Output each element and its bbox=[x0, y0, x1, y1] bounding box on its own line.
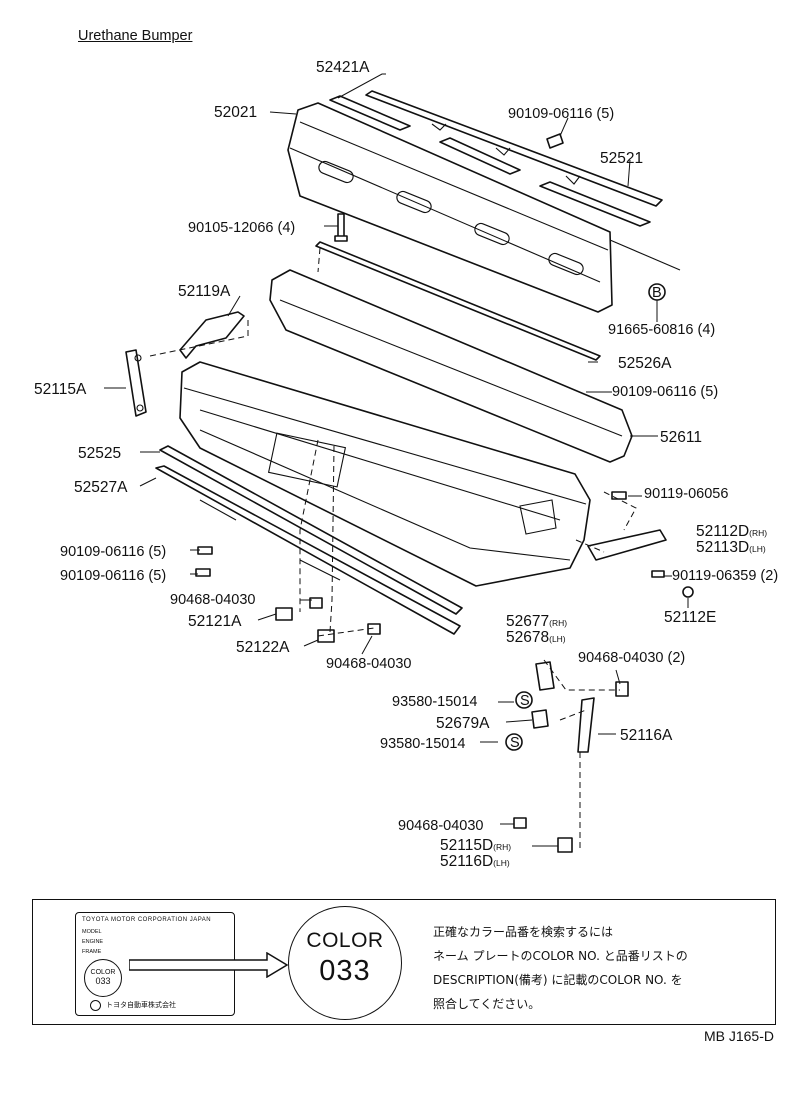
medallion-color-label: COLOR bbox=[306, 929, 384, 952]
part-52521-retainer bbox=[365, 90, 663, 207]
marker-s-upper-text: S bbox=[520, 693, 530, 709]
bolt-90105-12066 bbox=[334, 213, 348, 242]
label-91665-60816: 91665-60816 (4) bbox=[608, 322, 715, 338]
leader-lines bbox=[104, 73, 689, 847]
instruction-line-4: 照合してください。 bbox=[433, 997, 541, 1011]
label-52678-number: 52678 bbox=[506, 629, 549, 646]
toyota-emblem-icon bbox=[90, 1000, 101, 1011]
label-52115D-side: (RH) bbox=[493, 842, 511, 852]
plate-header: TOYOTA MOTOR CORPORATION JAPAN bbox=[82, 917, 212, 923]
part-labels: 52421A 52021 90109-06116 (5) 52521 90105… bbox=[34, 59, 778, 870]
part-52527A-spoiler bbox=[155, 465, 461, 635]
plate-maker: トヨタ自動車株式会社 bbox=[106, 1002, 176, 1009]
part-52116A-bracket bbox=[577, 697, 595, 753]
label-52112D: 52112D(RH) bbox=[696, 523, 767, 540]
plate-field-model: MODEL bbox=[82, 929, 102, 935]
arrow-right-icon bbox=[129, 952, 289, 978]
label-52112E: 52112E bbox=[664, 609, 716, 626]
label-52525: 52525 bbox=[78, 445, 121, 462]
label-52678: 52678(LH) bbox=[506, 629, 566, 646]
bolt-90109-06116-top bbox=[546, 133, 564, 149]
label-52121A: 52121A bbox=[188, 613, 242, 630]
label-52021: 52021 bbox=[214, 104, 257, 121]
label-93580-15014-a: 93580-15014 bbox=[392, 694, 477, 710]
part-52677-stay bbox=[535, 661, 555, 691]
instruction-line-3: DESCRIPTION(備考) に記載のCOLOR NO. を bbox=[433, 973, 683, 987]
marker-b-text: B bbox=[652, 285, 662, 301]
label-52116D-number: 52116D bbox=[440, 853, 493, 870]
diagram-title: Urethane Bumper bbox=[78, 28, 193, 44]
label-52526A: 52526A bbox=[618, 355, 672, 372]
part-52421A-pad bbox=[329, 95, 651, 227]
part-52021-absorber bbox=[287, 102, 613, 313]
label-90109-06116-top: 90109-06116 (5) bbox=[508, 106, 614, 122]
label-52521: 52521 bbox=[600, 150, 643, 167]
instruction-line-1: 正確なカラー品番を検索するには bbox=[433, 925, 614, 939]
label-52112D-number: 52112D bbox=[696, 523, 749, 540]
marker-b: B bbox=[648, 283, 666, 301]
label-52611: 52611 bbox=[660, 429, 702, 446]
label-90105-12066: 90105-12066 (4) bbox=[188, 220, 295, 236]
color-notice-box: TOYOTA MOTOR CORPORATION JAPAN MODEL ENG… bbox=[32, 899, 776, 1025]
label-52115D-number: 52115D bbox=[440, 837, 493, 854]
label-90119-06056: 90119-06056 bbox=[644, 486, 728, 502]
part-bumper-face bbox=[179, 361, 591, 587]
plate-field-frame: FRAME bbox=[82, 949, 102, 955]
document-code: MB J165-D bbox=[703, 1028, 774, 1044]
part-52525-lower-strip bbox=[159, 445, 463, 615]
label-52677-side: (RH) bbox=[549, 618, 567, 628]
part-52679A-retainer bbox=[531, 709, 549, 729]
part-52119A-garnish bbox=[179, 311, 245, 359]
label-52116D-side: (LH) bbox=[493, 858, 510, 868]
medallion-color-code: 033 bbox=[319, 955, 371, 987]
label-52112D-side: (RH) bbox=[749, 528, 767, 538]
label-52116A: 52116A bbox=[620, 727, 673, 744]
label-52113D: 52113D(LH) bbox=[696, 539, 766, 556]
label-52115A: 52115A bbox=[34, 381, 87, 398]
label-52119A: 52119A bbox=[178, 283, 231, 300]
plate-color-code: 033 bbox=[95, 976, 111, 986]
part-52611-bumper-cover bbox=[269, 269, 633, 463]
instruction-line-2: ネーム プレートのCOLOR NO. と品番リストの bbox=[433, 949, 688, 963]
label-90109-06116-mid: 90109-06116 (5) bbox=[612, 384, 718, 400]
label-90119-06359: 90119-06359 (2) bbox=[672, 568, 778, 584]
label-52677-number: 52677 bbox=[506, 613, 549, 630]
plate-field-engine: ENGINE bbox=[82, 939, 104, 945]
label-52113D-number: 52113D bbox=[696, 539, 749, 556]
label-52116D: 52116D(LH) bbox=[440, 853, 510, 870]
part-52115D-clip bbox=[557, 837, 573, 853]
label-52678-side: (LH) bbox=[549, 634, 566, 644]
label-90109-06116-l1: 90109-06116 (5) bbox=[60, 544, 166, 560]
part-52526A-strip bbox=[315, 239, 681, 361]
marker-s-upper: S bbox=[515, 691, 533, 709]
label-93580-15014-b: 93580-15014 bbox=[380, 736, 465, 752]
label-90468-04030-c: 90468-04030 (2) bbox=[578, 650, 685, 666]
label-90468-04030-d: 90468-04030 bbox=[398, 818, 483, 834]
color-code-medallion: COLOR 033 bbox=[288, 906, 402, 1020]
label-52115D: 52115D(RH) bbox=[440, 837, 511, 854]
plate-color-label: COLOR bbox=[90, 969, 116, 976]
label-90109-06116-l2: 90109-06116 (5) bbox=[60, 568, 166, 584]
label-52527A: 52527A bbox=[74, 479, 128, 496]
assembly-guides bbox=[149, 247, 637, 850]
clips-and-bolts bbox=[195, 491, 694, 829]
label-52113D-side: (LH) bbox=[749, 544, 766, 554]
label-52679A: 52679A bbox=[436, 715, 490, 732]
label-52677: 52677(RH) bbox=[506, 613, 567, 630]
label-52421A: 52421A bbox=[316, 59, 370, 76]
label-90468-04030-b: 90468-04030 bbox=[326, 656, 411, 672]
part-52115A-bracket bbox=[125, 349, 147, 417]
marker-s-lower: S bbox=[505, 733, 523, 751]
label-90468-04030-a: 90468-04030 bbox=[170, 592, 255, 608]
label-52122A: 52122A bbox=[236, 639, 290, 656]
plate-fields: MODEL ENGINE FRAME bbox=[82, 927, 103, 957]
plate-color-circle: COLOR 033 bbox=[84, 959, 122, 997]
marker-s-lower-text: S bbox=[510, 735, 520, 751]
part-52112D-extension bbox=[587, 529, 667, 561]
color-instructions: 正確なカラー品番を検索するには ネーム プレートのCOLOR NO. と品番リス… bbox=[433, 920, 773, 1016]
